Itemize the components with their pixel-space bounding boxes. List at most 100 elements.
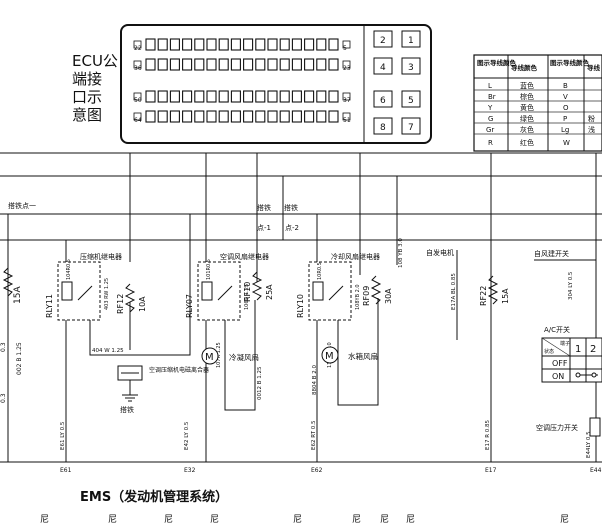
relay-id: RLY10 [296, 294, 305, 318]
ecu-pin-slot [243, 58, 254, 71]
bottom-glyph: 尼 [560, 514, 569, 523]
table-cell: O [563, 104, 569, 112]
ecu-pin-slot [316, 58, 327, 71]
ac-switch-label: A/C开关 [544, 325, 570, 334]
motor-symbol: M [205, 352, 214, 363]
table-cell: B [563, 82, 568, 90]
ecu-pin-slot [255, 90, 266, 103]
ecu-corner-pin [401, 117, 421, 135]
ac-table-header: 2 [590, 344, 596, 355]
ac-table-header: 端子 [560, 340, 570, 347]
table-cell: R [488, 139, 493, 147]
ems-wire-label: E42 LY 0.5 [184, 421, 190, 450]
relay-title: 空调风扇继电器 [220, 252, 269, 261]
table-cell: Br [488, 93, 496, 101]
relay-contact [328, 285, 344, 301]
relay-id: RLY07 [185, 294, 194, 318]
table-header: 图示导线颜色 [550, 58, 590, 67]
ecu-pin-label: 37 [343, 97, 351, 104]
bottom-glyph: 尼 [352, 514, 361, 523]
ecu-pin-slot [279, 110, 290, 123]
bottom-glyph: 尼 [380, 514, 389, 523]
ecu-pin-slot [279, 58, 290, 71]
relay-coil [312, 281, 324, 301]
ecu-pin-end [133, 60, 142, 69]
ground-label: 搭铁 [257, 203, 271, 212]
ground-point-label: 搭铁点一 [8, 201, 36, 210]
ecu-pin-slot [194, 58, 205, 71]
relay-contact [217, 285, 233, 301]
fuse-rating: 15A [501, 288, 510, 304]
ecu-corner-pin-label: 5 [408, 96, 414, 106]
ecu-pin-slot [194, 110, 205, 123]
ecu-pin-slot [157, 58, 168, 71]
ac-table-header: 1 [575, 344, 581, 355]
table-cell: L [488, 82, 492, 90]
ecu-pin-label: 22 [134, 45, 142, 52]
relay-out-wire-label: 107R 1.25 [216, 342, 222, 368]
ecu-pin-slot [267, 58, 278, 71]
ac-state-off: OFF [552, 359, 568, 368]
relay-coil [201, 281, 213, 301]
wire-label: 108 YB 3.0 [398, 238, 404, 268]
ecu-pin-slot [145, 90, 156, 103]
ecu-pin-end [342, 60, 351, 69]
ecu-pin-slot [243, 90, 254, 103]
ecu-pin-label: 23 [343, 65, 351, 72]
table-cell: 粉 [588, 114, 595, 123]
fuse-rating: 25A [265, 284, 274, 300]
ems-pin-label: E44 [590, 467, 602, 474]
ecu-corner-pin [401, 90, 421, 108]
fuse-symbol [370, 275, 382, 305]
table-header: 导线颜色 [511, 63, 538, 72]
relay-wire-label: 104R0.5 [66, 259, 72, 280]
ecu-pin-slot [328, 38, 339, 51]
ecu-pin-end [342, 112, 351, 121]
ecu-pin-slot [328, 110, 339, 123]
ecu-pin-slot [206, 90, 217, 103]
ecu-pin-slot [157, 38, 168, 51]
ecu-corner-pin-label: 4 [380, 63, 386, 73]
table-cell: 棕色 [520, 92, 534, 101]
ems-title: EMS（发动机管理系统） [80, 489, 228, 505]
ac-switch: A/C开关 状态 端子 1 2 OFF ON [541, 325, 602, 383]
table-cell: 绿色 [520, 114, 534, 123]
ecu-pin-slot [267, 38, 278, 51]
left-wire-label: 0.3 [0, 342, 7, 352]
ecu-pin-end [133, 40, 142, 49]
ground-sub-label: 点-2 [285, 224, 299, 232]
fuse-id: RF09 [362, 286, 371, 306]
ecu-pin-label: 64 [134, 117, 142, 124]
ecu-pin-label: 50 [134, 97, 142, 104]
ecu-pin-slot [218, 58, 229, 71]
ecu-pin-slot [291, 90, 302, 103]
fuse-id: RF22 [479, 286, 488, 306]
ecu-pin-slot [230, 110, 241, 123]
pressure-switch-label: 空调压力开关 [536, 423, 578, 432]
left-fuse-rating: 15A [13, 286, 23, 304]
ecu-pin-slot [218, 90, 229, 103]
fuse-rating: 10A [138, 296, 147, 312]
ecu-pin-slot [206, 58, 217, 71]
generator-label: 自发电机 [426, 248, 454, 257]
fuse-rating: 30A [384, 288, 393, 304]
relay-wire-label: 403 RW 1.25 [104, 278, 110, 310]
ems-wire-label: E17 R 0.85 [485, 419, 491, 450]
table-cell: Gr [486, 126, 494, 134]
ecu-corner-pin-label: 6 [380, 96, 386, 106]
ecu-pin-slot [304, 58, 315, 71]
ecu-pin-slot [304, 38, 315, 51]
fan-motor-condenser: M 冷凝风扇 [201, 347, 259, 365]
ecu-title-line-2: 端接 [72, 70, 102, 88]
ems-wire-label: E62 RT 0.5 [311, 420, 317, 450]
ems-pin-E44: E44 [590, 467, 602, 474]
clutch-label: 空调压缩机电磁离合器 [149, 366, 209, 374]
ecu-pin-slot [255, 38, 266, 51]
